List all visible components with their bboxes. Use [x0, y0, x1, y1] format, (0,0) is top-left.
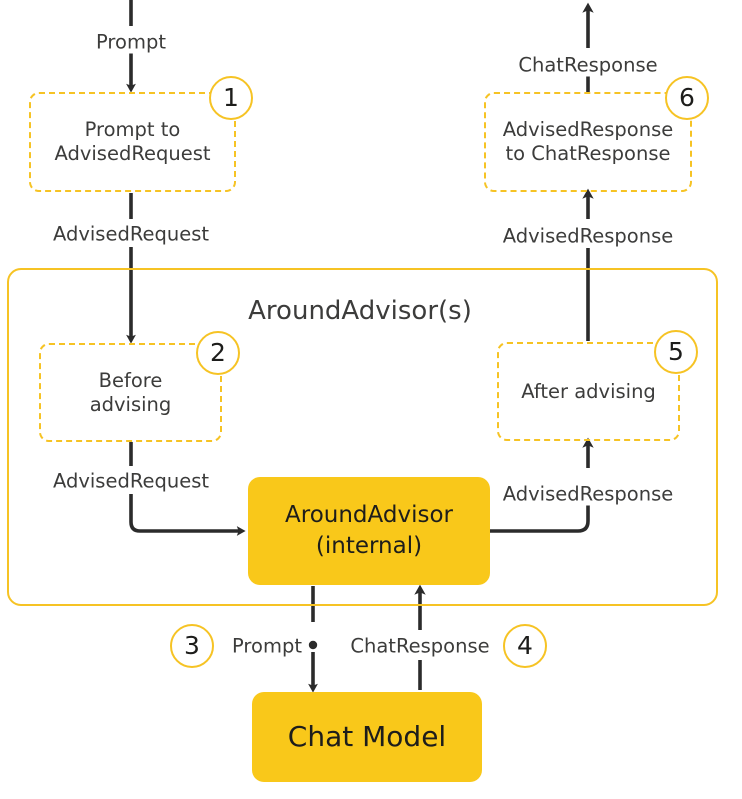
- edge-label-advised-request-1: AdvisedRequest: [48, 222, 214, 246]
- around-advisor-internal-label: AroundAdvisor (internal): [285, 502, 453, 559]
- around-advisor-internal-node[interactable]: AroundAdvisor (internal): [248, 477, 490, 585]
- step-2-label: Before advising: [89, 368, 172, 416]
- step-6-number: 6: [665, 76, 709, 120]
- step-5-box[interactable]: After advising: [497, 342, 680, 441]
- step-1-label: Prompt to AdvisedRequest: [54, 118, 211, 165]
- edge-label-chat-response-from-model: ChatResponse: [346, 634, 494, 658]
- step-2-number: 2: [196, 331, 240, 375]
- step-1-number: 1: [209, 76, 253, 120]
- around-advisors-group-title: AroundAdvisor(s): [248, 296, 472, 326]
- edge-label-advised-request-2: AdvisedRequest: [48, 469, 214, 493]
- step-5-label: After advising: [521, 379, 656, 403]
- chat-model-node[interactable]: Chat Model: [252, 692, 482, 782]
- step-4-number: 4: [503, 624, 547, 668]
- step-5-number: 5: [654, 330, 698, 374]
- step-3-number: 3: [170, 624, 214, 668]
- step-6-label: AdvisedResponse to ChatResponse: [502, 118, 674, 165]
- edge-label-prompt-to-model: Prompt: [228, 634, 306, 658]
- edge-label-advised-response-2: AdvisedResponse: [498, 482, 678, 506]
- step-1-box[interactable]: Prompt to AdvisedRequest: [29, 92, 236, 192]
- chat-model-label: Chat Model: [287, 720, 447, 753]
- junction-dot: [308, 640, 318, 650]
- edge-label-prompt-in: Prompt: [92, 30, 170, 54]
- around-advisors-group: [7, 268, 718, 606]
- step-6-box[interactable]: AdvisedResponse to ChatResponse: [484, 92, 692, 192]
- edge-label-chat-response-out: ChatResponse: [514, 53, 662, 77]
- step-2-box[interactable]: Before advising: [39, 343, 222, 442]
- edge-label-advised-response-1: AdvisedResponse: [498, 224, 678, 248]
